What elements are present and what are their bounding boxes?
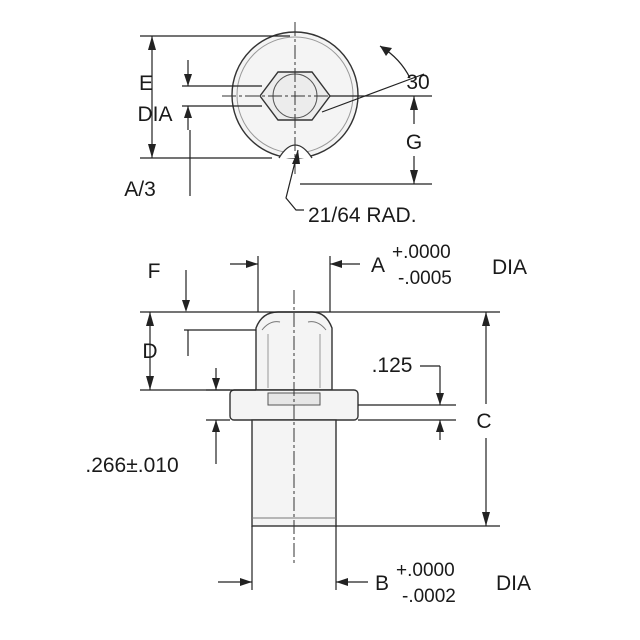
side-view: F A +.0000 -.0005 DIA D .266±.010 .125	[85, 242, 531, 607]
rad-leader	[285, 149, 304, 211]
arrow-e-bottom	[184, 106, 192, 118]
label-a3: A/3	[124, 178, 156, 201]
hex-head-flat-left	[261, 321, 281, 331]
arrow-b-right	[336, 578, 348, 586]
arrow-d-bottom	[146, 376, 154, 390]
arrow-angle	[380, 46, 392, 56]
arrow-rad	[292, 150, 300, 164]
label-b-tol-plus: +.0000	[396, 560, 455, 581]
label-b-tol-minus: -.0002	[402, 586, 456, 607]
arrow-125-top	[436, 393, 444, 405]
arrow-125-bottom	[436, 420, 444, 432]
arrow-f-right	[330, 260, 342, 268]
arrow-c-top	[482, 312, 490, 326]
arrow-g-top	[410, 96, 418, 110]
arrow-e-top	[184, 74, 192, 86]
arrow-g-bottom	[410, 170, 418, 184]
label-g: G	[406, 131, 422, 154]
arrow-c-bottom	[482, 512, 490, 526]
label-f: F	[148, 260, 161, 283]
label-e: E	[139, 72, 153, 95]
label-rad: 21/64 RAD.	[308, 204, 417, 227]
top-view: E DIA A/3 30 G 21/64 RAD.	[124, 22, 432, 227]
label-30: 30	[406, 71, 429, 94]
label-a-tol-minus: -.0005	[398, 268, 452, 289]
angle-leader	[321, 73, 425, 113]
label-b: B	[375, 572, 389, 595]
arrow-d-top	[146, 312, 154, 326]
arrow-266-top	[212, 378, 220, 390]
label-a-tol-plus: +.0000	[392, 242, 451, 263]
label-266: .266±.010	[85, 454, 178, 477]
arrow-left-bottom	[148, 144, 156, 158]
label-d: D	[142, 340, 157, 363]
arrow-b-left	[240, 578, 252, 586]
label-dia-top: DIA	[137, 103, 172, 126]
label-a-dia: DIA	[492, 256, 527, 279]
label-b-dia: DIA	[496, 572, 531, 595]
arrow-f-leader	[182, 300, 190, 312]
arrow-266-bottom	[212, 420, 220, 432]
arrow-f-left	[246, 260, 258, 268]
label-125: .125	[372, 354, 413, 377]
label-a: A	[371, 254, 385, 277]
label-c: C	[476, 410, 491, 433]
arrow-left-top	[148, 36, 156, 50]
hex-head-flat-right	[307, 321, 327, 331]
